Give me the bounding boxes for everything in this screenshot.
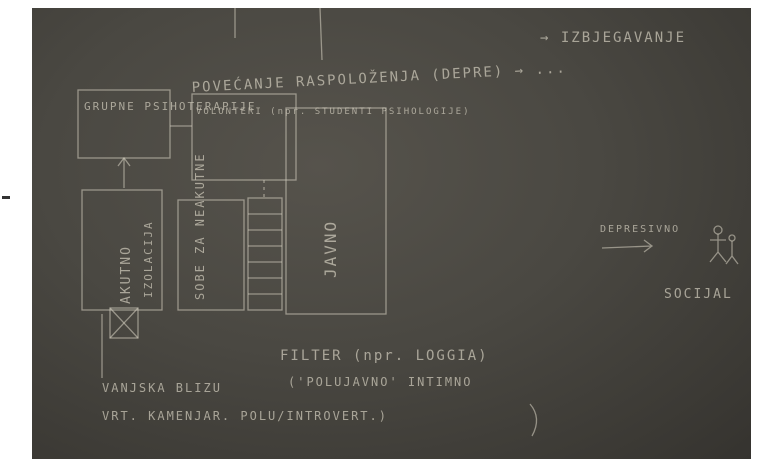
polujavno-label: ('POLUJAVNO' INTIMNO	[288, 375, 473, 389]
socijal-label: SOCIJAL	[664, 287, 733, 302]
box-volonteri-label: VOLONTERI (npr. STUDENTI PSIHOLOGIJE)	[196, 107, 470, 117]
vanjska-label: VANJSKA BLIZU	[102, 381, 222, 395]
izolacija-label: IZOLACIJA	[142, 220, 155, 298]
box-sobe	[177, 199, 245, 311]
top-stroke	[319, 8, 323, 61]
depresivno-arrow	[601, 239, 654, 253]
depresivno-label: DEPRESIVNO	[600, 224, 680, 235]
sketch-layer: → IZBJEGAVANJE POVEĆANJE RASPOLOŽENJA (D…	[77, 8, 739, 437]
stick-figure-2-head	[728, 234, 736, 242]
closing-bracket	[529, 403, 538, 437]
stick-figure-2-body	[725, 241, 739, 265]
box-grupne-label: GRUPNE PSIHOTERAPIJE	[84, 100, 256, 113]
filter-label: FILTER (npr. LOGGIA)	[280, 348, 489, 364]
arrow-up-head	[117, 156, 131, 167]
introvert-label: VRT. KAMENJAR. POLU/INTROVERT.)	[102, 409, 388, 423]
header-text: POVEĆANJE RASPOLOŽENJA (DEPRE) → ...	[191, 58, 567, 96]
box-akutno	[81, 189, 163, 311]
stick-figure-body	[709, 234, 727, 263]
box-javno	[285, 107, 387, 315]
stair-block	[247, 197, 283, 311]
box-volonteri	[191, 93, 297, 181]
whiteboard-photo: → IZBJEGAVANJE POVEĆANJE RASPOLOŽENJA (D…	[32, 8, 751, 459]
cross-2	[109, 307, 139, 339]
top-right-text: → IZBJEGAVANJE	[540, 30, 686, 46]
crossed-box	[109, 307, 139, 339]
sobe-label: SOBE ZA NEAKUTNE	[193, 152, 207, 300]
edge-mark	[2, 196, 10, 199]
stick-figure-head	[713, 225, 723, 235]
akutno-label: AKUTNO	[119, 245, 134, 304]
javno-label: JAVNO	[321, 220, 340, 278]
